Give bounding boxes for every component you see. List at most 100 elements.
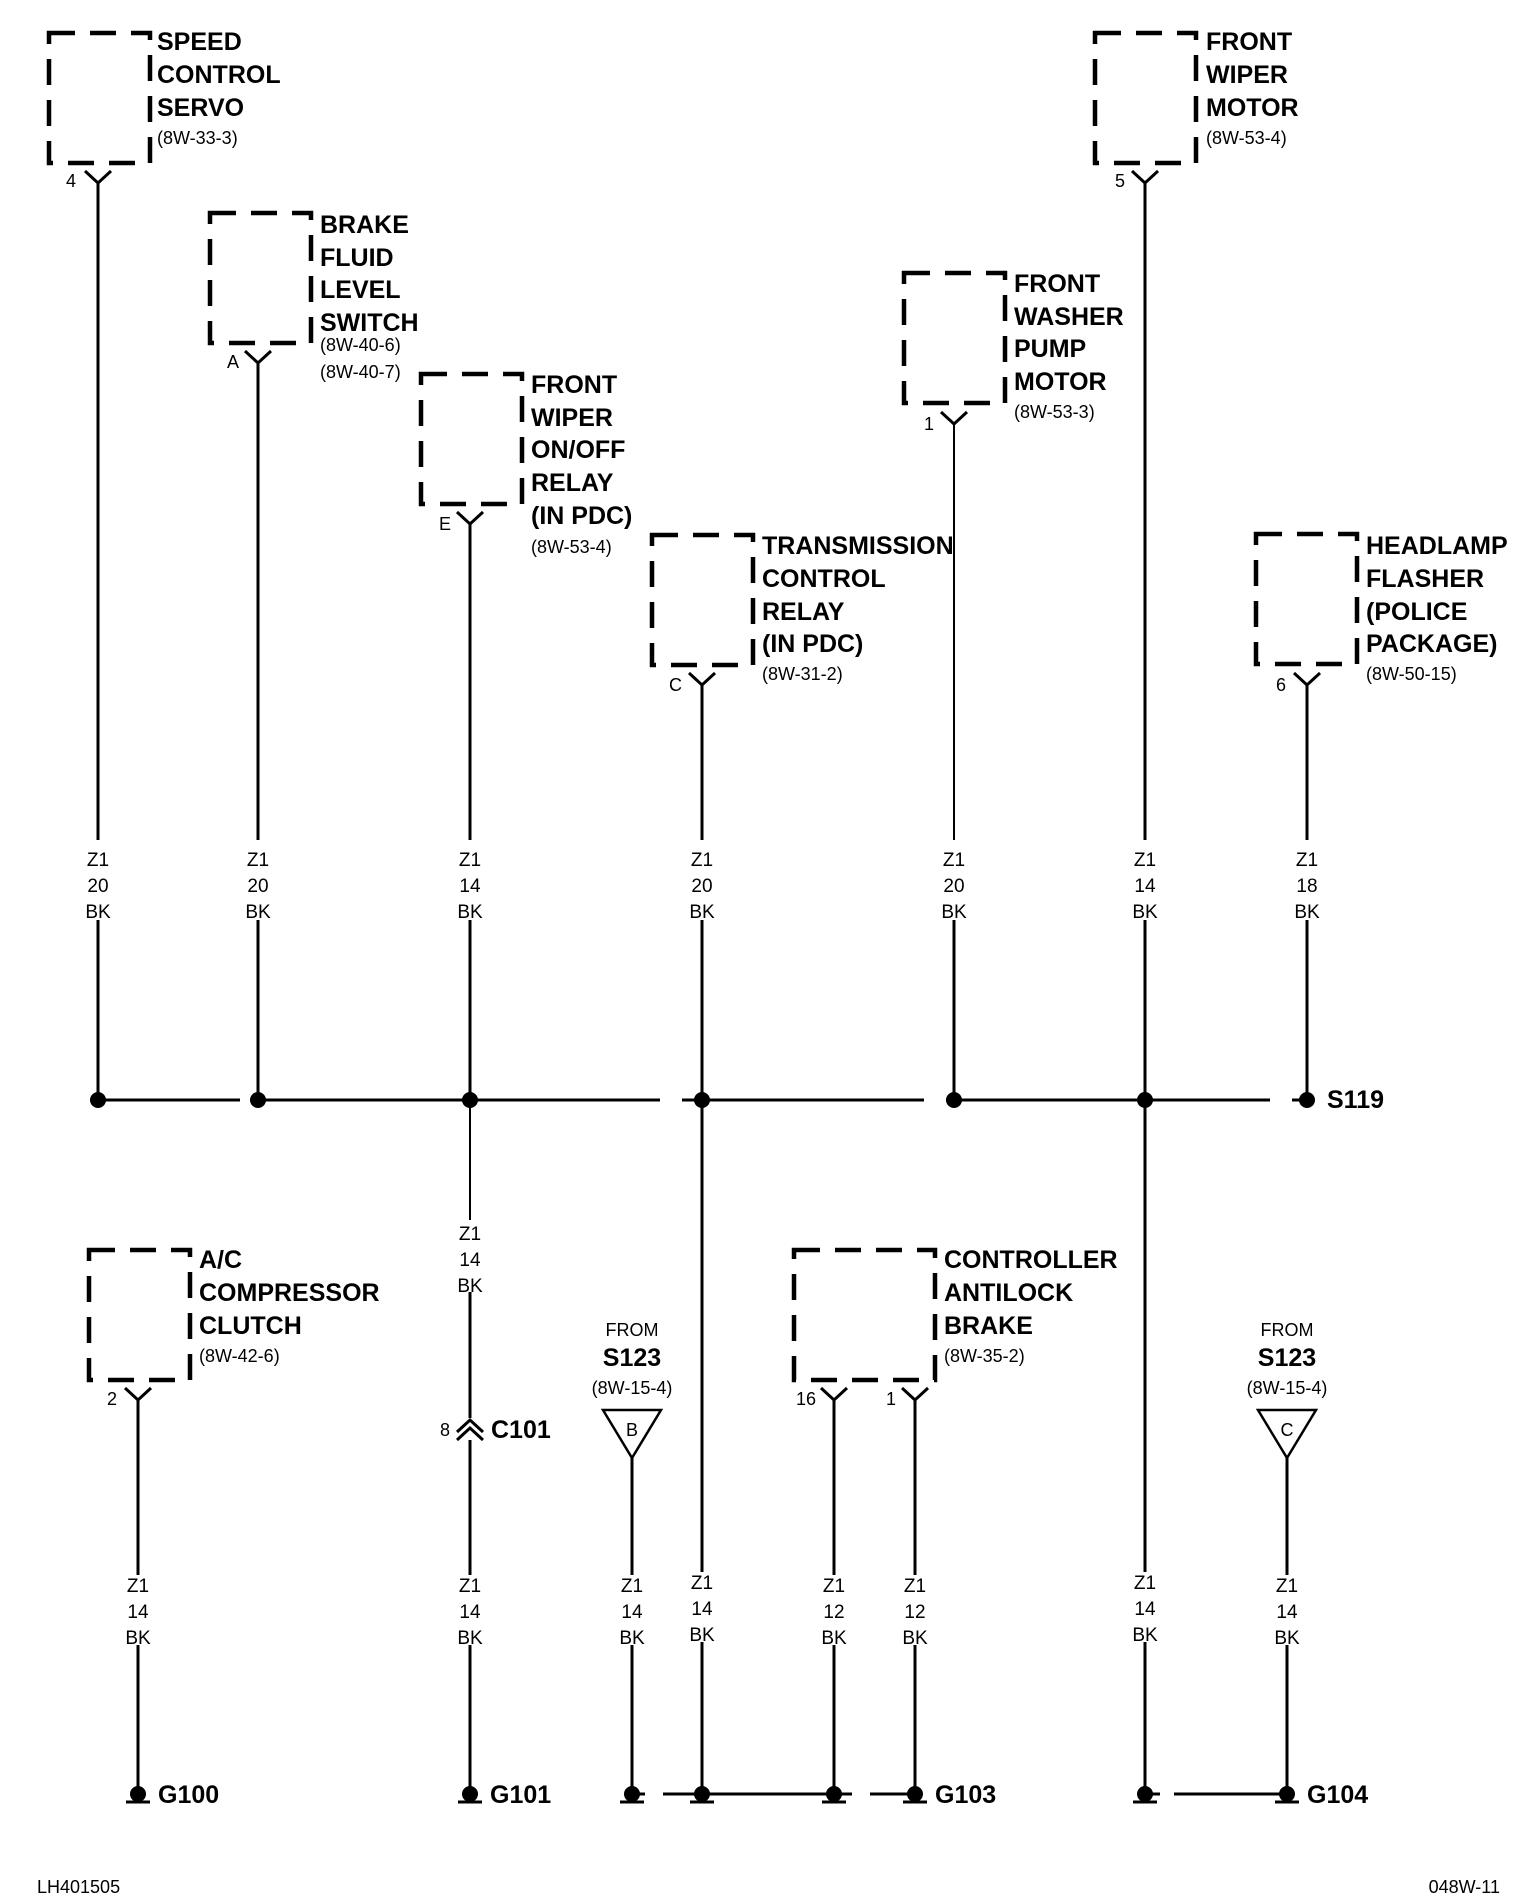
splice-dot: [250, 1092, 266, 1108]
wire-color: BK: [1294, 902, 1320, 923]
ground-icon: [130, 1786, 146, 1802]
ground-icon: [1137, 1786, 1153, 1802]
pin-label: 1: [924, 414, 934, 434]
component-name-line: SPEED: [157, 28, 242, 56]
ground-g101: G101: [458, 1781, 551, 1809]
component-controller-antilock-brake: CONTROLLER ANTILOCK BRAKE (8W-35-2) 16 1: [791, 1246, 1118, 1409]
ground-label: G101: [490, 1781, 551, 1809]
component-ref: (8W-50-15): [1366, 664, 1457, 684]
pin-label: E: [439, 514, 451, 534]
wire-gauge: 14: [1134, 876, 1156, 897]
component-name-line: MOTOR: [1206, 94, 1299, 122]
ground-label: G103: [935, 1781, 996, 1809]
pin-label: 16: [796, 1389, 816, 1409]
wire-circuit: Z1: [904, 1576, 926, 1597]
ground-g103: G103: [620, 1781, 996, 1809]
wire-circuit: Z1: [459, 850, 481, 871]
splice-bus-s119: S119: [90, 1086, 1384, 1114]
wire-color: BK: [125, 1628, 151, 1649]
female-terminal-icon: [1292, 671, 1322, 688]
wire-color: BK: [902, 1628, 928, 1649]
component-name-line: ANTILOCK: [944, 1279, 1073, 1307]
splice-label: S119: [1327, 1086, 1384, 1114]
wire-gauge: 12: [823, 1602, 844, 1623]
wire-gauge: 18: [1296, 876, 1317, 897]
component-name-line: SERVO: [157, 94, 244, 122]
lower-wires: [136, 1100, 1289, 1794]
wire-gauge: 14: [459, 876, 481, 897]
female-terminal-icon: [83, 169, 113, 186]
wire-gauge: 14: [1276, 1602, 1298, 1623]
component-name-line: CONTROLLER: [944, 1246, 1118, 1274]
component-ref: (8W-31-2): [762, 664, 843, 684]
wire-circuit: Z1: [87, 850, 109, 871]
pin-label: 5: [1115, 171, 1125, 191]
wire-circuit: Z1: [823, 1576, 845, 1597]
wire-gauge: 14: [1134, 1599, 1156, 1620]
off-page-triangle-icon: [600, 1408, 664, 1461]
component-front-washer-pump-motor: FRONT WASHER PUMP MOTOR (8W-53-3) 1: [901, 270, 1124, 434]
component-ref: (8W-53-4): [531, 537, 612, 557]
component-name-line: RELAY: [531, 469, 614, 497]
female-terminal-icon: [123, 1386, 153, 1403]
component-name-line: BRAKE: [320, 211, 409, 239]
wire-gauge: 12: [904, 1602, 925, 1623]
component-name-line: LEVEL: [320, 276, 401, 304]
component-front-wiper-on-off-relay: FRONT WIPER ON/OFF RELAY (IN PDC) (8W-53…: [418, 371, 632, 557]
component-name-line: WIPER: [1206, 61, 1288, 89]
component-ref: (8W-35-2): [944, 1346, 1025, 1366]
triangle-letter: B: [626, 1420, 638, 1440]
ground-icon: [826, 1786, 842, 1802]
wire-circuit: Z1: [459, 1224, 481, 1245]
wire-circuit: Z1: [691, 1573, 713, 1594]
lower-wire-label: Z1 14 BK: [457, 1576, 483, 1649]
component-ref: (8W-40-6): [320, 335, 401, 355]
pin-label: 2: [107, 1389, 117, 1409]
wire-circuit: Z1: [247, 850, 269, 871]
wire-color: BK: [457, 1276, 483, 1297]
wire-circuit: Z1: [943, 850, 965, 871]
component-front-wiper-motor: FRONT WIPER MOTOR (8W-53-4) 5: [1092, 28, 1299, 191]
pin-label: 4: [66, 171, 76, 191]
female-terminal-icon: [243, 349, 273, 366]
female-terminal-icon: [455, 510, 485, 527]
component-name-line: CONTROL: [157, 61, 281, 89]
drawing-id: LH401505: [37, 1877, 120, 1897]
ground-label: G100: [158, 1781, 219, 1809]
female-terminal-icon: [819, 1386, 849, 1403]
upper-wire-label: Z1 14 BK: [1132, 850, 1158, 923]
ground-icon: [624, 1786, 640, 1802]
connector-chevron-icon: [455, 1425, 485, 1442]
connector-c101: 8 C101: [440, 1416, 551, 1444]
wire-gauge: 14: [621, 1602, 643, 1623]
ground-icon: [462, 1786, 478, 1802]
wire-gauge: 20: [691, 876, 712, 897]
wire-color: BK: [689, 1625, 715, 1646]
wire-color: BK: [457, 1628, 483, 1649]
connector-label: C101: [491, 1416, 551, 1444]
ground-g104: G104: [1133, 1781, 1368, 1809]
from-splice: S123: [1258, 1344, 1316, 1372]
wire-circuit: Z1: [1134, 850, 1156, 871]
upper-wires: [96, 183, 1309, 1100]
wire-gauge: 20: [87, 876, 108, 897]
wire-color: BK: [85, 902, 111, 923]
splice-dot: [90, 1092, 106, 1108]
lower-wire-label: Z1 14 BK: [619, 1576, 645, 1649]
component-name-line: ON/OFF: [531, 436, 625, 464]
wire-color: BK: [821, 1628, 847, 1649]
from-ref: (8W-15-4): [1247, 1378, 1328, 1398]
from-reference-b: FROM S123 (8W-15-4) B: [592, 1320, 672, 1461]
ground-label: G104: [1307, 1781, 1368, 1809]
upper-wire-label: Z1 18 BK: [1294, 850, 1320, 923]
wire-circuit: Z1: [1276, 1576, 1298, 1597]
wire-circuit: Z1: [691, 850, 713, 871]
wire-color: BK: [1274, 1628, 1300, 1649]
component-name-line: FRONT: [1206, 28, 1292, 56]
page-number: 048W-11: [1429, 1877, 1500, 1897]
component-headlamp-flasher: HEADLAMP FLASHER (POLICE PACKAGE) (8W-50…: [1253, 531, 1508, 695]
lower-wire-label: Z1 12 BK: [902, 1576, 928, 1649]
splice-dot: [946, 1092, 962, 1108]
pin-label: 8: [440, 1420, 450, 1440]
from-reference-c: FROM S123 (8W-15-4) C: [1247, 1320, 1328, 1461]
